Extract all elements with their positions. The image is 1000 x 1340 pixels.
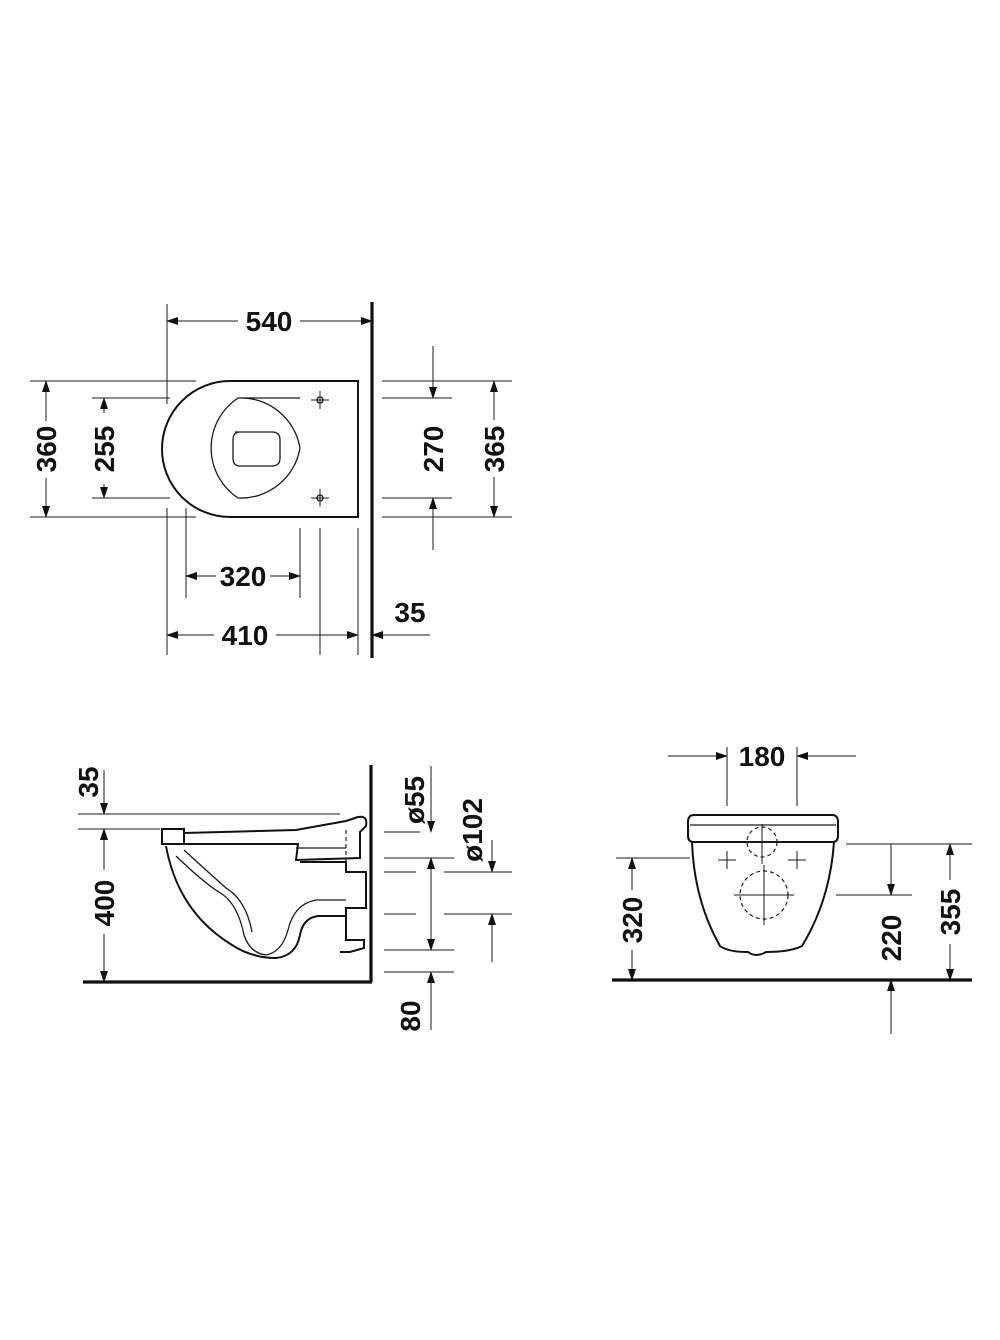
dim-320-top: 320	[220, 561, 267, 592]
front-inlet-icon	[740, 824, 784, 864]
top-bolt-upper-icon	[311, 391, 329, 409]
dim-540: 540	[246, 306, 293, 337]
front-bolt-right-icon	[788, 851, 806, 869]
dim-270: 270	[418, 426, 449, 473]
dim-410: 410	[222, 620, 269, 651]
side-seat	[161, 828, 185, 845]
dim-180: 180	[739, 741, 786, 772]
side-trap	[183, 849, 346, 956]
front-bolt-left-icon	[718, 851, 736, 869]
dim-255: 255	[89, 426, 120, 473]
front-outlet-icon	[734, 865, 794, 925]
side-rim	[183, 815, 368, 862]
side-view: 35 400 ø55 ø102 80	[73, 765, 512, 1032]
front-view: 180 320 220 355	[612, 741, 972, 1034]
dim-365: 365	[479, 426, 510, 473]
dim-360: 360	[31, 426, 62, 473]
dim-o102: ø102	[457, 798, 488, 862]
dim-o55: ø55	[399, 776, 430, 824]
side-back	[300, 861, 367, 916]
top-seat-opening	[210, 397, 301, 499]
front-bowl	[691, 841, 835, 956]
dim-80: 80	[395, 1000, 426, 1031]
dim-400: 400	[89, 880, 120, 927]
side-bowl	[165, 845, 365, 960]
top-view: 540 360 255 270 365 320	[30, 302, 512, 658]
dim-35-side: 35	[73, 766, 104, 797]
front-seat-band	[687, 814, 839, 843]
side-bowl-inner	[175, 855, 267, 956]
dim-35-top: 35	[394, 597, 425, 628]
dim-355: 355	[935, 889, 966, 936]
top-seat-inner	[232, 431, 281, 467]
top-bowl-outline	[161, 380, 359, 518]
dim-320-front: 320	[617, 897, 648, 944]
top-bolt-lower-icon	[311, 489, 329, 507]
dim-220: 220	[876, 915, 907, 962]
